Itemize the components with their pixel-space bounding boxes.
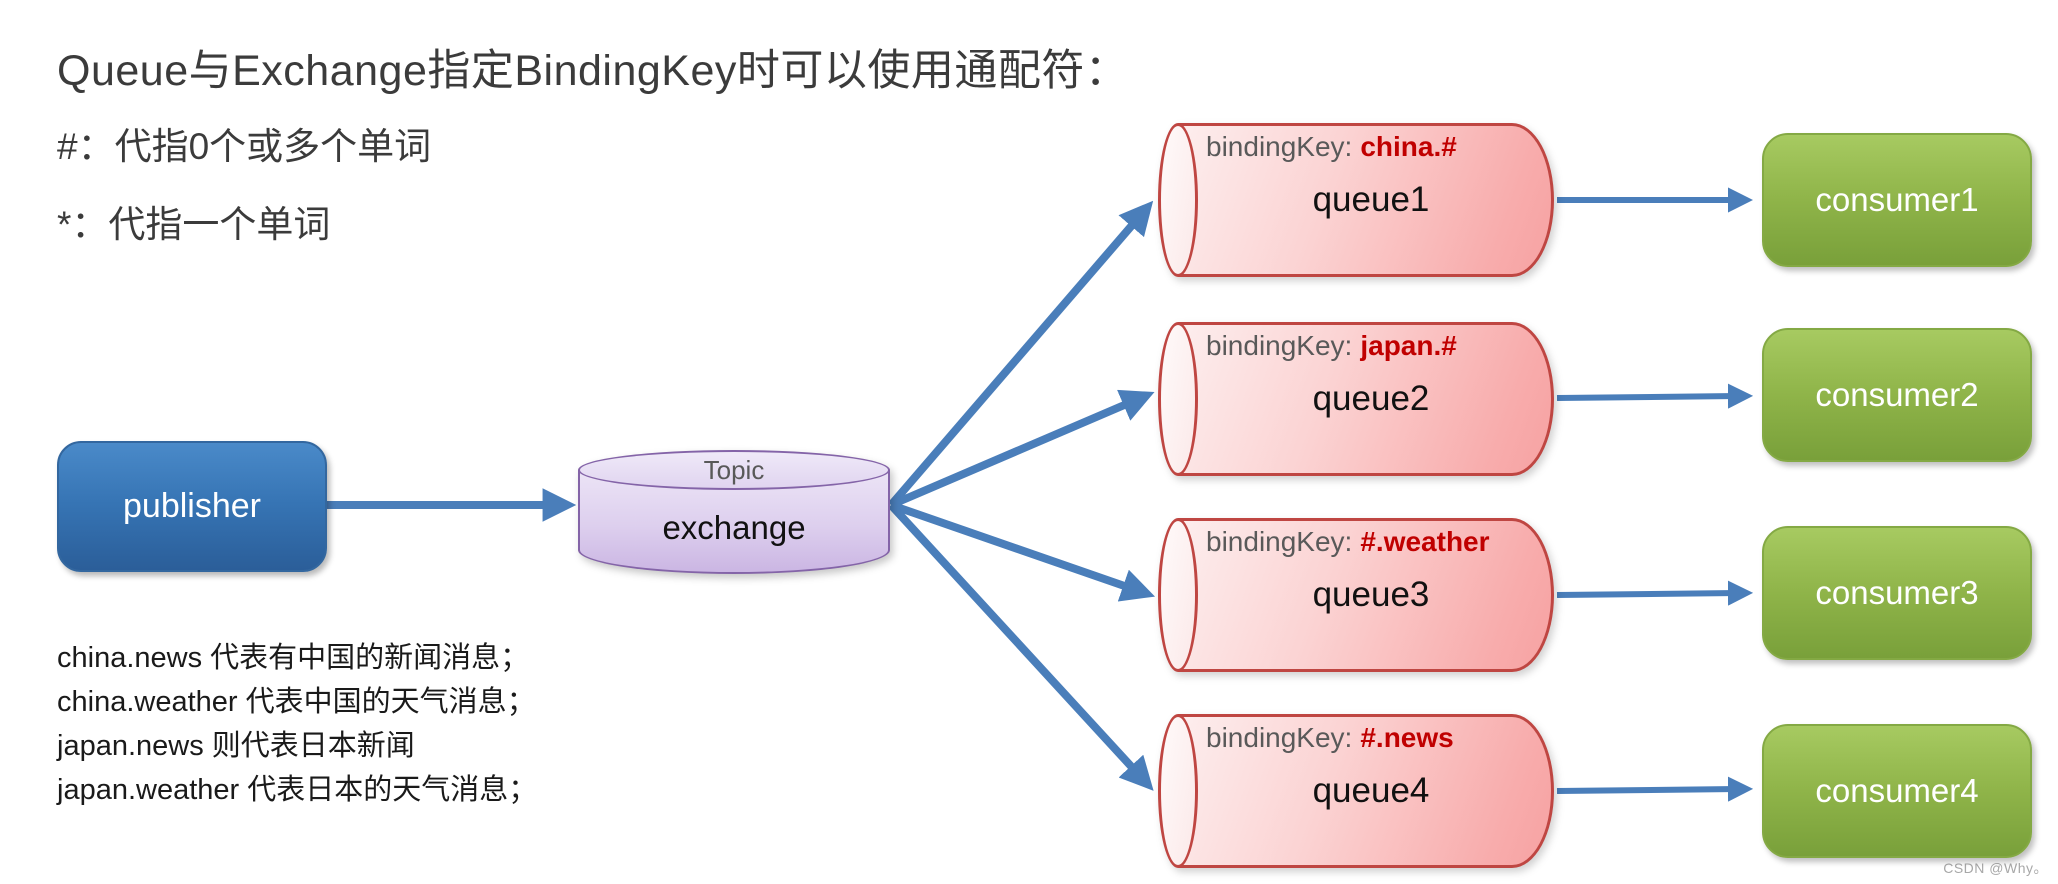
arrow-exchange-to-queue2 — [889, 389, 1155, 509]
queue4-node: bindingKey:#.news queue4 — [1158, 714, 1554, 868]
queue-cylinder-body — [1178, 714, 1554, 868]
binding-key-label: bindingKey: — [1206, 526, 1353, 557]
wildcard-hash-rule: #：代指0个或多个单词 — [57, 126, 432, 167]
csdn-watermark: CSDN @Why。 — [1943, 860, 2048, 876]
exchange-label: exchange — [662, 509, 806, 546]
arrow-queue3-to-consumer3 — [1556, 580, 1754, 606]
exchange-cylinder-top: Topic — [578, 450, 890, 490]
consumer3-node: consumer3 — [1762, 526, 2032, 660]
publisher-label: publisher — [123, 487, 261, 525]
note-line: japan.news 则代表日本新闻 — [57, 730, 415, 762]
queue3-label: queue3 — [1312, 575, 1430, 614]
queue1-binding: bindingKey:china.# — [1206, 131, 1457, 163]
consumer3-label: consumer3 — [1815, 574, 1979, 611]
binding-key-value: china.# — [1360, 131, 1457, 162]
queue-cylinder-body — [1178, 322, 1554, 476]
routing-key-notes: china.news 代表有中国的新闻消息； china.weather 代表中… — [57, 636, 537, 812]
queue2-label: queue2 — [1312, 379, 1430, 418]
queue-cylinder-body — [1178, 518, 1554, 672]
binding-key-value: japan.# — [1360, 330, 1457, 361]
consumer1-label: consumer1 — [1815, 181, 1979, 218]
page-title: Queue与Exchange指定BindingKey时可以使用通配符： — [57, 47, 1129, 95]
queue3-binding: bindingKey:#.weather — [1206, 526, 1490, 558]
queue4-label: queue4 — [1312, 771, 1430, 810]
queue2-binding: bindingKey:japan.# — [1206, 330, 1457, 362]
note-line: japan.weather 代表日本的天气消息； — [57, 774, 538, 806]
binding-key-label: bindingKey: — [1206, 722, 1353, 753]
binding-key-value: #.news — [1360, 722, 1454, 753]
arrow-exchange-to-queue3 — [889, 501, 1156, 602]
exchange-node: Topic exchange — [578, 450, 890, 574]
exchange-type-label: Topic — [703, 454, 765, 485]
queue-cylinder-cap — [1158, 123, 1198, 277]
consumer2-node: consumer2 — [1762, 328, 2032, 462]
arrow-exchange-to-queue1 — [887, 200, 1154, 508]
queue-cylinder-body — [1178, 123, 1554, 277]
queue-cylinder-cap — [1158, 714, 1198, 868]
arrow-queue2-to-consumer2 — [1556, 383, 1754, 409]
consumer2-label: consumer2 — [1815, 376, 1979, 413]
queue3-node: bindingKey:#.weather queue3 — [1158, 518, 1554, 672]
consumer4-node: consumer4 — [1762, 724, 2032, 858]
queue1-node: bindingKey:china.# queue1 — [1158, 123, 1554, 277]
queue-cylinder-cap — [1158, 518, 1198, 672]
wildcard-star-rule: *：代指一个单词 — [57, 204, 331, 245]
queue1-label: queue1 — [1312, 180, 1430, 219]
binding-key-label: bindingKey: — [1206, 330, 1353, 361]
consumer4-label: consumer4 — [1815, 772, 1979, 809]
consumer1-node: consumer1 — [1762, 133, 2032, 267]
arrow-exchange-to-queue4 — [888, 502, 1154, 791]
publisher-node: publisher — [57, 441, 327, 572]
queue-cylinder-cap — [1158, 322, 1198, 476]
queue4-binding: bindingKey:#.news — [1206, 722, 1454, 754]
binding-key-label: bindingKey: — [1206, 131, 1353, 162]
queue2-node: bindingKey:japan.# queue2 — [1158, 322, 1554, 476]
binding-key-value: #.weather — [1360, 526, 1490, 557]
arrow-queue4-to-consumer4 — [1556, 776, 1754, 802]
note-line: china.news 代表有中国的新闻消息； — [57, 642, 530, 674]
note-line: china.weather 代表中国的天气消息； — [57, 686, 536, 718]
